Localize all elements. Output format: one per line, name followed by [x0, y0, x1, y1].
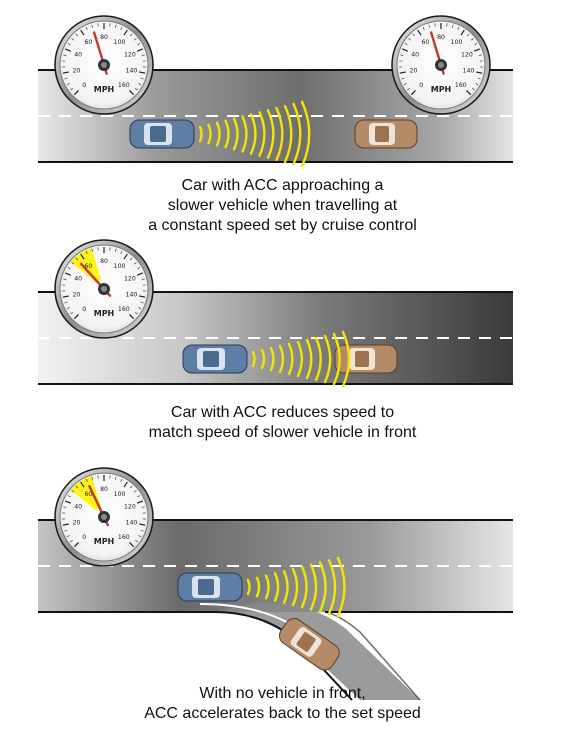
radar-wave: [215, 121, 221, 147]
radar-wave: [249, 113, 257, 155]
radar-wave: [309, 563, 318, 611]
caption-panel-1: Car with ACC approaching a slower vehicl…: [148, 177, 417, 234]
lead-car: [334, 344, 398, 374]
gauge-tick-label: 80: [437, 34, 445, 41]
gauge-tick-label: 140: [126, 520, 138, 527]
gauge-tick-label: 0: [82, 534, 86, 541]
speed-range-highlight: [70, 247, 102, 283]
gauge-tick-label: 160: [118, 306, 130, 313]
radar-wave: [264, 574, 270, 600]
gauge-tick-label: 60: [85, 263, 93, 270]
gauge-tick-label: 0: [419, 82, 423, 89]
gauge-tick-label: 120: [461, 51, 473, 58]
gauge-tick-label: 120: [124, 503, 136, 510]
gauge-tick-label: 20: [410, 68, 418, 75]
gauge-tick-label: 40: [74, 275, 82, 282]
radar-wave: [332, 332, 341, 386]
radar-wave: [314, 336, 322, 382]
gauge-tick-label: 140: [126, 292, 138, 299]
caption-panel-2: Car with ACC reduces speed to match spee…: [148, 404, 417, 441]
gauge-tick-label: 160: [118, 534, 130, 541]
radar-wave: [296, 340, 304, 378]
radar-wave: [224, 119, 230, 149]
gauge-tick-label: 100: [114, 491, 126, 498]
gauge-tick-label: 0: [82, 82, 86, 89]
caption-panel-3: With no vehicle in front, ACC accelerate…: [144, 685, 421, 722]
gauge-tick-label: 140: [126, 68, 138, 75]
radar-wave: [258, 111, 266, 157]
radar-wave: [255, 576, 261, 598]
radar-wave: [300, 565, 308, 609]
radar-wave: [251, 350, 256, 368]
radar-wave: [300, 100, 311, 168]
gauge-tick-label: 80: [100, 34, 108, 41]
radar-wave: [327, 559, 337, 615]
gauge-tick-label: 40: [74, 51, 82, 58]
radar-wave: [287, 342, 294, 376]
gauge-tick-label: 100: [114, 263, 126, 270]
gauge-tick-label: 100: [451, 39, 463, 46]
radar-wave: [246, 578, 251, 596]
radar-wave: [278, 344, 285, 374]
acc-car: [129, 119, 195, 149]
gauge-unit-label: MPH: [94, 309, 115, 318]
gauge-tick-label: 140: [463, 68, 475, 75]
gauge-tick-label: 0: [82, 306, 86, 313]
radar-wave: [341, 330, 351, 388]
speed-range-highlight: [70, 475, 102, 511]
radar-wave: [198, 125, 203, 143]
gauge-tick-label: 80: [100, 486, 108, 493]
radar-wave: [305, 338, 313, 380]
gauge-tick-label: 20: [73, 520, 81, 527]
radar-wave: [260, 348, 266, 370]
gauge-tick-label: 40: [411, 51, 419, 58]
radar-wave: [336, 556, 346, 618]
radar-wave: [275, 106, 284, 162]
radar-wave: [269, 346, 275, 372]
gauge-unit-label: MPH: [94, 85, 115, 94]
radar-wave: [266, 109, 275, 159]
gauge-tick-label: 60: [85, 491, 93, 498]
radar-waves: [198, 100, 351, 618]
radar-wave: [283, 104, 293, 164]
radar-wave: [241, 115, 248, 153]
gauge-tick-label: 120: [124, 275, 136, 282]
gauge-tick-label: 160: [118, 82, 130, 89]
gauge-tick-label: 60: [85, 39, 93, 46]
radar-wave: [282, 570, 289, 604]
radar-wave: [292, 102, 302, 166]
acc-car: [182, 344, 248, 374]
gauge-tick-label: 160: [455, 82, 467, 89]
gauge-tick-label: 60: [422, 39, 430, 46]
gauge-unit-label: MPH: [431, 85, 452, 94]
radar-wave: [318, 561, 327, 613]
radar-wave: [323, 334, 332, 384]
radar-wave: [291, 567, 299, 607]
gauge-tick-label: 40: [74, 503, 82, 510]
radar-wave: [207, 123, 212, 145]
gauge-tick-label: 20: [73, 68, 81, 75]
gauge-tick-label: 20: [73, 292, 81, 299]
radar-wave: [273, 572, 280, 602]
radar-wave: [232, 117, 239, 151]
lead-car: [354, 119, 418, 149]
gauge-tick-label: 120: [124, 51, 136, 58]
gauge-tick-label: 100: [114, 39, 126, 46]
acc-car: [177, 572, 243, 602]
gauge-tick-label: 80: [100, 258, 108, 265]
gauge-unit-label: MPH: [94, 537, 115, 546]
lead-car: [278, 618, 340, 671]
